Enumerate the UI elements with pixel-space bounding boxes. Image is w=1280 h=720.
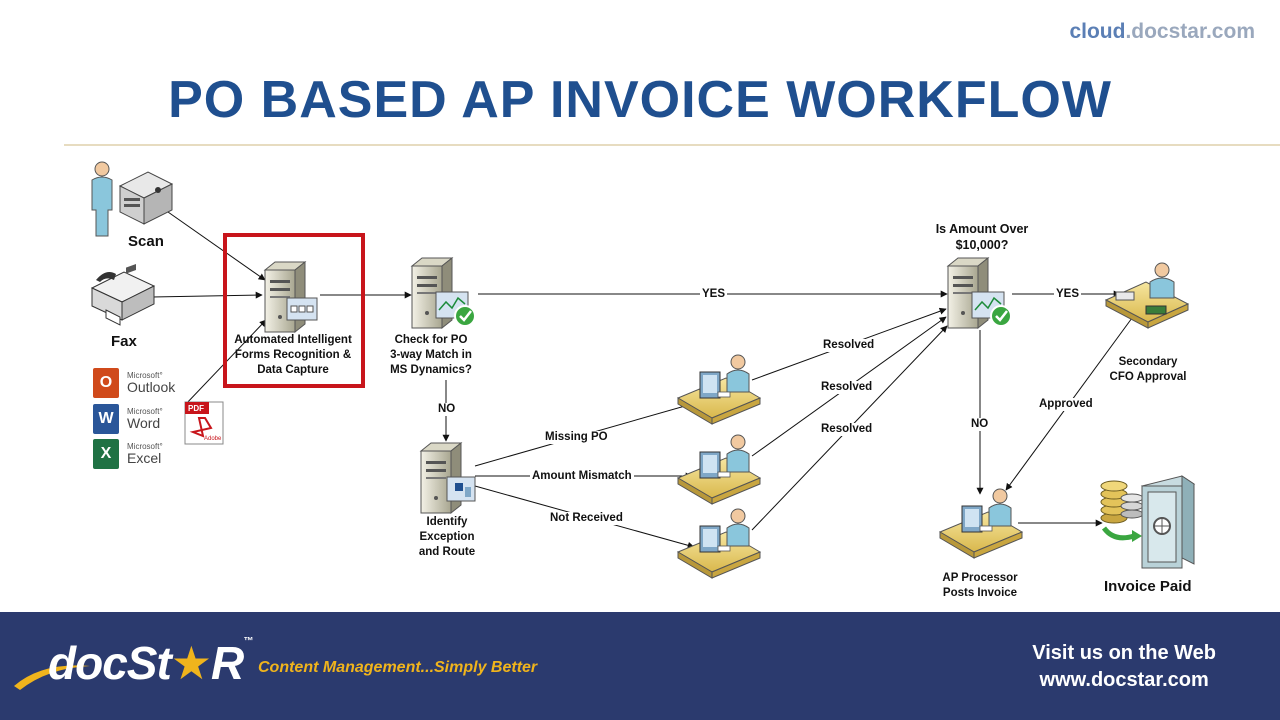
brand-url-part1: cloud — [1069, 20, 1126, 43]
pdf-document-icon — [184, 401, 224, 445]
edge-label-not-received: Not Received — [548, 512, 625, 525]
outlook-icon: O — [93, 368, 119, 398]
capture-node-label: Automated Intelligent Forms Recognition … — [234, 334, 352, 376]
app-word: W Microsoft° Word — [93, 404, 163, 434]
brand-url-part2: .docstar.com — [1125, 20, 1255, 43]
edge-label-no-2: NO — [969, 418, 991, 431]
fax-label: Fax — [111, 333, 137, 350]
invoice-paid-label: Invoice Paid — [1104, 578, 1192, 595]
amount-check-node-label: Is Amount Over $10,000? — [935, 222, 1029, 252]
app-vendor: Microsoft° — [127, 442, 163, 451]
excel-icon: X — [93, 439, 119, 469]
coins-icon — [1100, 480, 1144, 542]
not-received-workstation-icon — [677, 508, 761, 579]
app-vendor: Microsoft° — [127, 407, 163, 416]
exception-node-label: Identify Exception and Route — [418, 516, 476, 558]
tagline: Content Management...Simply Better — [258, 659, 538, 676]
app-name: Excel — [127, 450, 162, 466]
ap-processor-node-label: AP Processor Posts Invoice — [942, 572, 1018, 599]
page-title: PO BASED AP INVOICE WORKFLOW — [168, 71, 1112, 129]
scanner-icon — [118, 171, 174, 225]
title-divider — [64, 144, 1280, 146]
edge-label-resolved-2: Resolved — [819, 381, 875, 394]
check-po-server-icon — [411, 257, 476, 329]
edge-scan-capture — [167, 211, 266, 281]
brand-url[interactable]: cloud.docstar.com — [1069, 20, 1255, 44]
cfo-node-label: Secondary CFO Approval — [1109, 356, 1187, 383]
fax-icon — [90, 263, 156, 326]
logo-trademark: ™ — [243, 636, 253, 647]
cfo-approval-icon — [1104, 262, 1190, 329]
app-name: Outlook — [127, 379, 176, 395]
docstar-logo[interactable]: docSt★R™ — [48, 636, 253, 690]
exception-server-icon — [420, 442, 476, 514]
app-name: Word — [127, 415, 161, 431]
logo-swoosh-icon — [14, 665, 90, 690]
missing-po-workstation-icon — [677, 354, 761, 425]
footer-banner: docSt★R™ Content Management...Simply Bet… — [0, 612, 1280, 720]
edge-label-no-1: NO — [436, 403, 458, 416]
logo-star-icon: ★ — [170, 637, 212, 689]
ap-processor-workstation-icon — [939, 488, 1023, 559]
pdf-label: PDF — [188, 404, 204, 413]
edge-label-amount-mismatch: Amount Mismatch — [530, 470, 634, 483]
edge-label-missing-po: Missing PO — [543, 431, 610, 444]
visit-web-block: Visit us on the Web www.docstar.com — [1032, 640, 1216, 694]
amount-mismatch-workstation-icon — [677, 434, 761, 505]
website-link[interactable]: www.docstar.com — [1039, 669, 1209, 691]
capture-server-icon — [264, 261, 318, 333]
edge-label-yes-1: YES — [700, 288, 728, 301]
capture-highlight-box — [223, 233, 365, 388]
visit-web-label: Visit us on the Web — [1032, 642, 1216, 664]
logo-text-part2: R — [211, 637, 244, 689]
adobe-label: Adobe — [204, 436, 222, 442]
app-outlook: O Microsoft° Outlook — [93, 368, 175, 398]
scan-person-icon — [91, 161, 113, 237]
edge-label-resolved-3: Resolved — [819, 423, 875, 436]
amount-check-server-icon — [947, 257, 1012, 329]
app-excel: X Microsoft° Excel — [93, 439, 163, 469]
check-po-node-label: Check for PO 3-way Match in MS Dynamics? — [390, 334, 472, 376]
logo-text-part1: docSt — [48, 637, 172, 689]
edge-fax-capture — [151, 291, 263, 299]
edge-label-approved: Approved — [1037, 398, 1095, 411]
edge-label-yes-2: YES — [1054, 288, 1082, 301]
word-icon: W — [93, 404, 119, 434]
workflow-diagram: PDF Adobe — [90, 161, 1196, 579]
edge-label-resolved-1: Resolved — [821, 339, 877, 352]
app-vendor: Microsoft° — [127, 371, 163, 380]
scan-label: Scan — [128, 233, 164, 250]
vault-icon — [1140, 475, 1196, 569]
